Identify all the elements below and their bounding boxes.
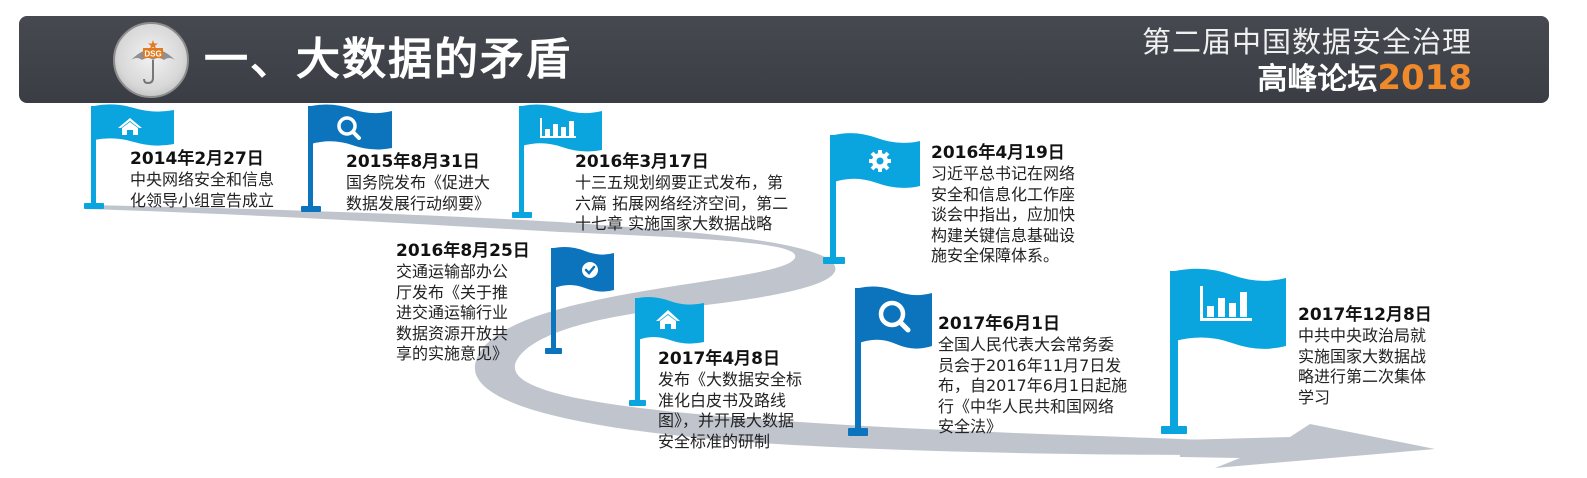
dsg-logo: DSG: [113, 22, 189, 98]
timeline-event: 2017年6月1日 全国人民代表大会常务委 员会于2016年11月7日发 布，自…: [938, 313, 1127, 438]
bar-chart-icon: [1200, 286, 1252, 321]
umbrella-icon: DSG: [131, 40, 175, 85]
forum-name-text: 高峰论坛: [1257, 62, 1378, 97]
event-desc-line: 安全标准的研制: [658, 431, 771, 451]
event-desc-line: 国务院发布《促进大: [346, 173, 491, 192]
gear-icon: [869, 150, 891, 172]
event-desc-line: 谈会中指出，应加快: [931, 205, 1076, 224]
bar-chart-icon: [540, 118, 576, 138]
event-desc-line: 安全和信息化工作座: [931, 184, 1076, 204]
timeline-event: 2015年8月31日 国务院发布《促进大 数据发展行动纲要》: [346, 151, 490, 214]
event-desc-line: 数据发展行动纲要》: [346, 193, 491, 213]
event-desc-line: 中央网络安全和信息: [130, 170, 275, 189]
event-desc-line: 安全法》: [938, 417, 1003, 436]
timeline-event: 2016年3月17日 十三五规划纲要正式发布，第 六篇 拓展网络经济空间，第二 …: [575, 151, 788, 235]
flag-8: [1161, 268, 1286, 434]
event-desc-line: 交通运输部办公: [396, 262, 509, 281]
flag-1: [84, 104, 174, 209]
check-circle-icon: [582, 262, 598, 278]
event-desc-line: 布，自2017年6月1日起施: [938, 376, 1128, 395]
home-icon: [656, 310, 680, 329]
event-date: 2015年8月31日: [346, 152, 480, 172]
event-desc-line: 十三五规划纲要正式发布，第: [575, 173, 784, 192]
event-desc-line: 数据资源开放共: [396, 323, 509, 343]
event-date: 2016年4月19日: [931, 143, 1065, 163]
event-desc-line: 享的实施意见》: [396, 344, 509, 363]
event-date: 2016年3月17日: [575, 152, 709, 172]
event-desc-line: 图》，并开展大数据: [658, 411, 795, 430]
forum-name-line2: 高峰论坛2018: [1257, 58, 1472, 100]
flag-4: [823, 133, 920, 264]
event-desc-line: 实施国家大数据战: [1298, 346, 1427, 366]
timeline-event: 2017年12月8日 中共中央政治局就 实施国家大数据战 略进行第二次集体 学习: [1298, 304, 1432, 408]
event-desc-line: 员会于2016年11月7日发: [938, 355, 1122, 375]
event-desc-line: 发布《大数据安全标: [658, 370, 803, 389]
timeline-event: 2016年8月25日 交通运输部办公 厅发布《关于推 进交通运输行业 数据资源开…: [396, 240, 530, 365]
event-desc-line: 六篇 拓展网络经济空间，第二: [575, 193, 789, 213]
event-desc-line: 行《中华人民共和国网络: [938, 396, 1115, 416]
search-icon: [878, 300, 911, 333]
header-bar: [19, 16, 1549, 103]
event-date: 2017年4月8日: [658, 349, 780, 369]
event-desc-line: 中共中央政治局就: [1298, 326, 1427, 345]
event-date: 2016年8月25日: [396, 241, 530, 261]
event-desc-line: 学习: [1298, 387, 1331, 407]
home-icon: [118, 118, 142, 135]
event-desc-line: 十七章 实施国家大数据战略: [575, 214, 773, 233]
flag-5: [545, 247, 614, 354]
timeline-event: 2017年4月8日 发布《大数据安全标 准化白皮书及路线 图》，并开展大数据 安…: [658, 348, 802, 452]
event-desc-line: 全国人民代表大会常务委: [938, 335, 1115, 354]
page-title: 一、大数据的矛盾: [204, 34, 572, 85]
search-icon: [337, 116, 361, 140]
flag-7: [848, 286, 932, 436]
event-desc-line: 略进行第二次集体: [1298, 367, 1427, 386]
event-desc-line: 准化白皮书及路线: [658, 390, 787, 410]
event-desc-line: 施安全保障体系。: [931, 246, 1060, 265]
flag-3: [512, 104, 602, 218]
event-desc-line: 构建关键信息基础设: [931, 225, 1076, 245]
event-desc-line: 厅发布《关于推: [396, 282, 509, 302]
event-desc-line: 习近平总书记在网络: [931, 164, 1076, 183]
event-date: 2017年12月8日: [1298, 305, 1432, 325]
svg-text:DSG: DSG: [144, 50, 161, 59]
timeline-event: 2014年2月27日 中央网络安全和信息 化领导小组宣告成立: [130, 148, 274, 211]
event-desc-line: 进交通运输行业: [396, 303, 509, 322]
event-date: 2014年2月27日: [130, 149, 264, 169]
flag-6: [629, 297, 704, 406]
timeline-event: 2016年4月19日 习近平总书记在网络 安全和信息化工作座 谈会中指出，应加快…: [931, 142, 1075, 267]
forum-year: 2018: [1377, 58, 1472, 98]
flag-2: [301, 104, 392, 212]
forum-name-line1: 第二届中国数据安全治理: [1141, 25, 1472, 59]
event-desc-line: 化领导小组宣告成立: [130, 190, 275, 210]
event-date: 2017年6月1日: [938, 314, 1060, 334]
